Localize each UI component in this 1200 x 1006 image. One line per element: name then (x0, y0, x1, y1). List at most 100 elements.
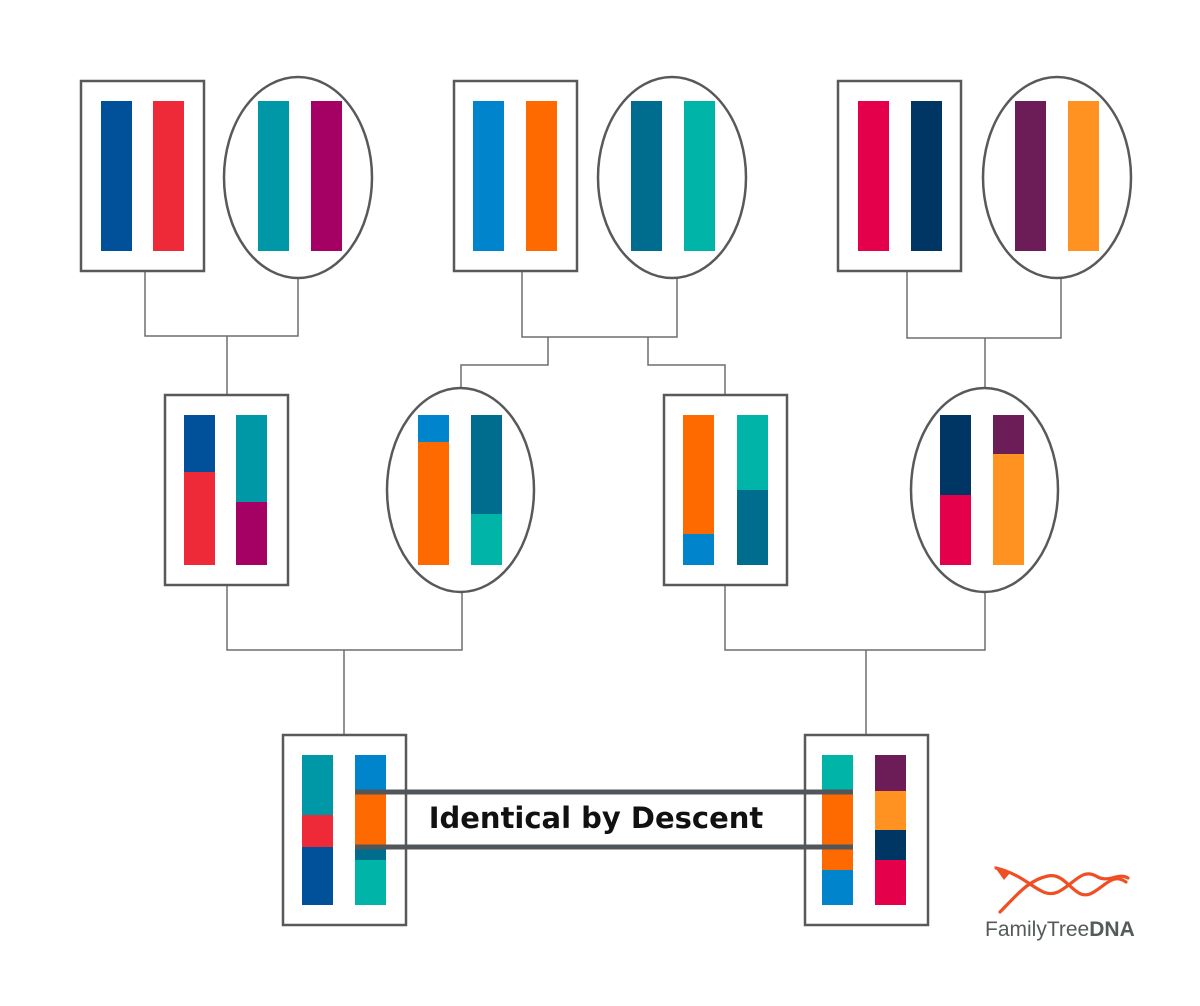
ibd-label: Identical by Descent (429, 801, 764, 835)
connector-line (226, 585, 463, 651)
chromosome-2 (875, 755, 906, 905)
male-frame (452, 79, 579, 273)
individual-gp4-female-oval (596, 75, 748, 280)
chromosome-segment (101, 101, 132, 251)
connector-line (647, 337, 726, 395)
chromosome-segment (822, 793, 853, 870)
individuals (79, 75, 1133, 927)
individual-p1-male-square (163, 393, 290, 587)
chromosome-segment (737, 415, 768, 490)
individual-gp5-male-square (836, 79, 963, 273)
chromosome-segment (236, 502, 267, 565)
individual-c2-male-square (803, 733, 930, 927)
chromosome-segment (236, 415, 267, 502)
chromosome-segment (302, 755, 333, 815)
female-frame (981, 75, 1133, 280)
chromosome-1 (302, 755, 333, 905)
chromosome-1 (473, 101, 504, 251)
chromosome-2 (684, 101, 715, 251)
male-frame (79, 79, 206, 273)
female-frame (385, 386, 536, 594)
male-frame (163, 393, 290, 587)
chromosome-1 (822, 755, 853, 905)
male-frame (281, 733, 408, 927)
ibd-indicator: Identical by Descent (355, 789, 853, 850)
connector-line (906, 271, 1062, 339)
chromosome-2 (153, 101, 184, 251)
chromosome-segment (471, 415, 502, 514)
chromosome-segment (302, 815, 333, 847)
individual-p4-female-oval (909, 386, 1060, 594)
chromosome-segment (683, 534, 714, 565)
chromosome-segment (1068, 101, 1099, 251)
chromosome-segment (184, 472, 215, 565)
chromosome-segment (684, 101, 715, 251)
chromosome-segment (184, 415, 215, 472)
chromosome-2 (737, 415, 768, 565)
helix-tail (994, 866, 1010, 880)
connector-line (724, 585, 986, 651)
chromosome-2 (1068, 101, 1099, 251)
chromosome-segment (993, 415, 1024, 454)
chromosome-segment (875, 791, 906, 830)
chromosome-segment (302, 847, 333, 905)
chromosome-segment (993, 454, 1024, 565)
chromosome-2 (471, 415, 502, 565)
chromosome-segment (526, 101, 557, 251)
chromosome-1 (940, 415, 971, 565)
chromosome-2 (236, 415, 267, 565)
chromosome-segment (471, 514, 502, 565)
individual-c1-male-square (281, 733, 408, 927)
connector-line (460, 337, 549, 388)
chromosome-segment (940, 495, 971, 565)
individual-gp6-female-oval (981, 75, 1133, 280)
individual-gp3-male-square (452, 79, 579, 273)
individual-p3-male-square (662, 393, 789, 587)
chromosome-segment (822, 870, 853, 905)
chromosome-segment (858, 101, 889, 251)
chromosome-1 (101, 101, 132, 251)
chromosome-1 (418, 415, 449, 565)
familytreedna-logo-icon (994, 866, 1130, 914)
chromosome-segment (875, 860, 906, 905)
individual-gp2-female-oval (222, 75, 374, 280)
chromosome-2 (355, 755, 386, 905)
chromosome-1 (1015, 101, 1046, 251)
chromosome-segment (473, 101, 504, 251)
chromosome-segment (875, 830, 906, 860)
chromosome-1 (683, 415, 714, 565)
connector-line (521, 271, 678, 338)
male-frame (662, 393, 789, 587)
chromosome-2 (526, 101, 557, 251)
chromosome-2 (993, 415, 1024, 565)
brand-wordmark: FamilyTreeDNA (985, 918, 1135, 942)
chromosome-1 (858, 101, 889, 251)
chromosome-segment (153, 101, 184, 251)
individual-p2-female-oval (385, 386, 536, 594)
chromosome-2 (911, 101, 942, 251)
brand-name-bold: DNA (1089, 918, 1135, 941)
helix-strand-b (998, 874, 1128, 914)
brand-name-regular: FamilyTree (985, 918, 1090, 941)
chromosome-segment (355, 791, 386, 845)
chromosome-segment (940, 415, 971, 495)
chromosome-segment (418, 442, 449, 565)
chromosome-segment (311, 101, 342, 251)
chromosome-segment (911, 101, 942, 251)
chromosome-segment (737, 490, 768, 565)
chromosome-1 (184, 415, 215, 565)
chromosome-segment (875, 755, 906, 791)
chromosome-1 (258, 101, 289, 251)
chromosome-1 (631, 101, 662, 251)
chromosome-segment (355, 860, 386, 905)
female-frame (596, 75, 748, 280)
chromosome-segment (683, 415, 714, 534)
family-connectors (144, 271, 1062, 735)
connector-line (144, 271, 299, 337)
chromosome-segment (1015, 101, 1046, 251)
individual-gp1-male-square (79, 79, 206, 273)
chromosome-segment (631, 101, 662, 251)
female-frame (222, 75, 374, 280)
chromosome-segment (822, 755, 853, 793)
